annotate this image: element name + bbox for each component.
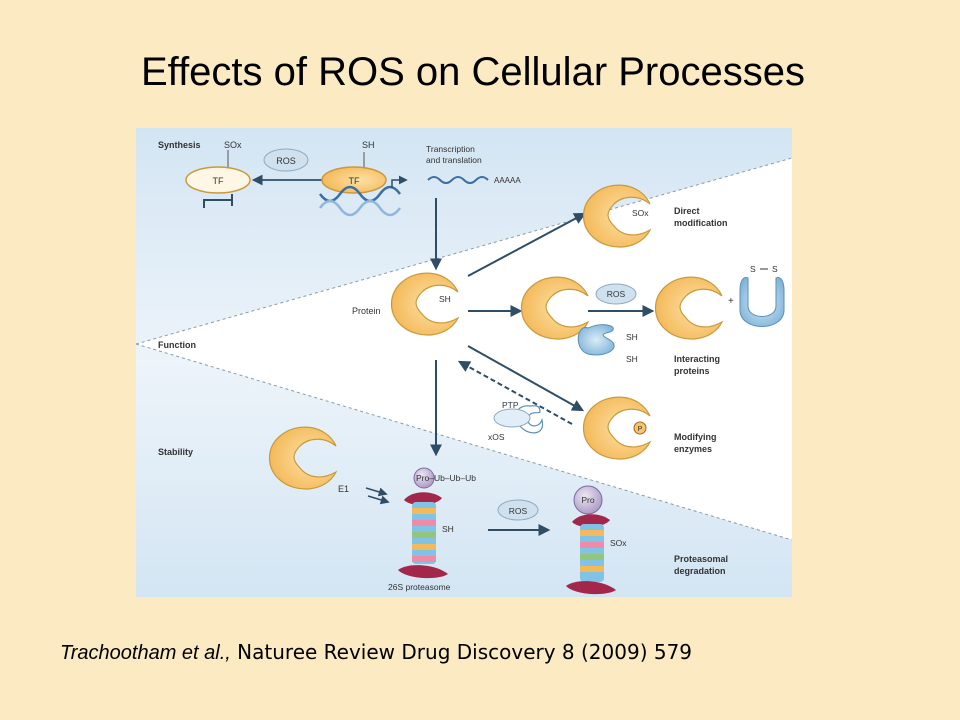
stability-group: E1 Pro–Ub–Ub–Ub SH 26S proteasome ROS Pr… [268,426,728,595]
modifying-label-2: enzymes [674,444,712,454]
partner-protein [577,324,615,356]
pro-ball-left [413,467,435,489]
direct-label-1: Direct [674,206,700,216]
tf-right-label: TF [349,176,360,186]
disulfide-s1: S [750,264,756,274]
tf-inactive [185,166,251,194]
e1-arrows [367,495,390,505]
ros-stability-label: ROS [509,506,528,516]
arrow-feedback [457,360,573,425]
mrna [427,176,489,184]
protein-sh-label: SH [439,294,451,304]
interacting-label-1: Interacting [674,354,720,364]
phospho-group [633,421,647,435]
interacting-label-2: proteins [674,366,710,376]
ros-synthesis-label: ROS [276,156,296,166]
degradation-label-1: Proteasomal [674,554,728,564]
xos-label: xOS [488,432,505,442]
interacting-sh2: SH [626,354,638,364]
dna-helix [318,185,402,203]
disulfide-s2: S [772,264,778,274]
citation-journal: Naturee Review [230,640,402,664]
pro-ball-right [573,485,603,515]
function-region [136,158,792,540]
proteasome-right [566,514,616,595]
tf-left-label: TF [213,176,224,186]
direct-sox-label: SOx [632,208,649,218]
polya-label: AAAAA [494,176,521,185]
stability-sox-label: SOx [610,538,627,548]
ptp-label: PTP [502,400,519,410]
synthesis-sox-label: SOx [224,140,242,150]
synthesis-sh-label: SH [362,140,375,150]
citation-details: Drug Discovery 8 (2009) 579 [401,640,693,664]
synthesis-group: TF SOx ROS TF SH Transcription and trans… [185,140,521,217]
phospho-label: P [638,426,643,433]
ros-stability [497,499,539,521]
ros-diagram: Synthesis Function Stability TF SOx ROS … [136,128,792,597]
section-function: Function [158,340,196,350]
ros-synthesis [263,148,309,172]
citation: Trachootham et al., Naturee Review Drug … [60,640,692,665]
arrow-direct-modification [467,212,587,277]
transcription-label-2: and translation [426,155,482,165]
arrow-modifying [467,345,585,412]
protein-label: Protein [352,306,381,316]
degradation-label-2: degradation [674,566,726,576]
proteasome-label: 26S proteasome [388,582,451,592]
slide-title: Effects of ROS on Cellular Processes [141,50,805,94]
section-synthesis: Synthesis [158,140,201,150]
transcription-label-1: Transcription [426,144,475,154]
direct-label-2: modification [674,218,728,228]
section-stability: Stability [158,447,193,457]
ros-function [595,283,637,305]
transcription-start-arrow [391,175,408,188]
pro-right-label: Pro [581,495,595,505]
function-group: Protein SH SOx Direct modification SH SH… [352,184,785,460]
ub-chain-label: Pro–Ub–Ub–Ub [416,473,476,483]
modifying-label-1: Modifying [674,432,717,442]
tf-active [321,166,387,194]
disulfide-protein [739,277,785,327]
stability-sh-label: SH [442,524,454,534]
plus-sign: + [728,296,734,307]
proteasome-left [398,492,448,579]
lower-divider [136,343,792,541]
ptp-body [493,408,531,428]
repression-symbol [203,199,232,208]
citation-authors: Trachootham et al., [60,642,231,664]
interacting-sh1: SH [626,332,638,342]
e1-label: E1 [338,484,349,494]
ros-function-label: ROS [607,289,626,299]
